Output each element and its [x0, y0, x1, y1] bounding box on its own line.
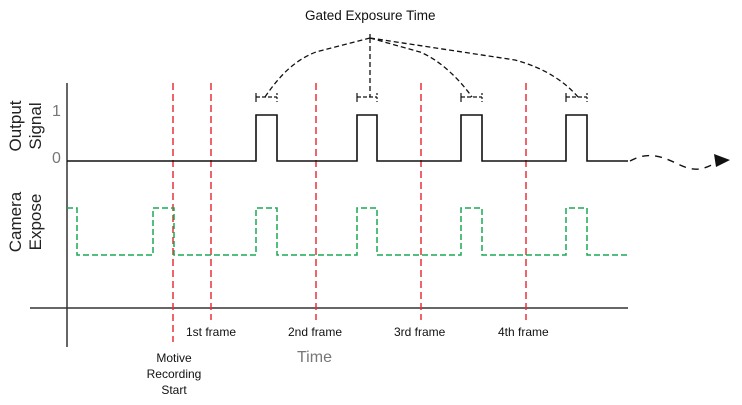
label-1st-frame: 1st frame: [186, 325, 237, 339]
bracket-1: [255, 93, 278, 102]
bracket-3: [460, 93, 483, 102]
continuation-arrow: [629, 154, 721, 170]
label-2nd-frame: 2nd frame: [288, 325, 343, 339]
annotation-leaders: [264, 34, 579, 98]
bracket-2: [356, 93, 378, 102]
y-label-camera-expose: Camera Expose: [6, 191, 45, 253]
tick-high: 1: [52, 103, 61, 120]
frame-markers: [172, 83, 527, 342]
diagram-title: Gated Exposure Time: [305, 8, 436, 23]
bracket-4: [565, 93, 588, 102]
label-4th-frame: 4th frame: [498, 325, 549, 339]
label-3rd-frame: 3rd frame: [394, 325, 446, 339]
y-label-output-signal: Output Signal: [6, 100, 45, 152]
exposure-brackets: [255, 93, 588, 102]
tick-low: 0: [52, 150, 61, 167]
arrow-head-icon: [714, 154, 730, 167]
camera-expose-line: [67, 207, 628, 256]
output-signal-line: [67, 114, 628, 162]
x-axis-label: Time: [297, 349, 332, 366]
label-recording-start: Motive Recording Start: [146, 351, 202, 397]
